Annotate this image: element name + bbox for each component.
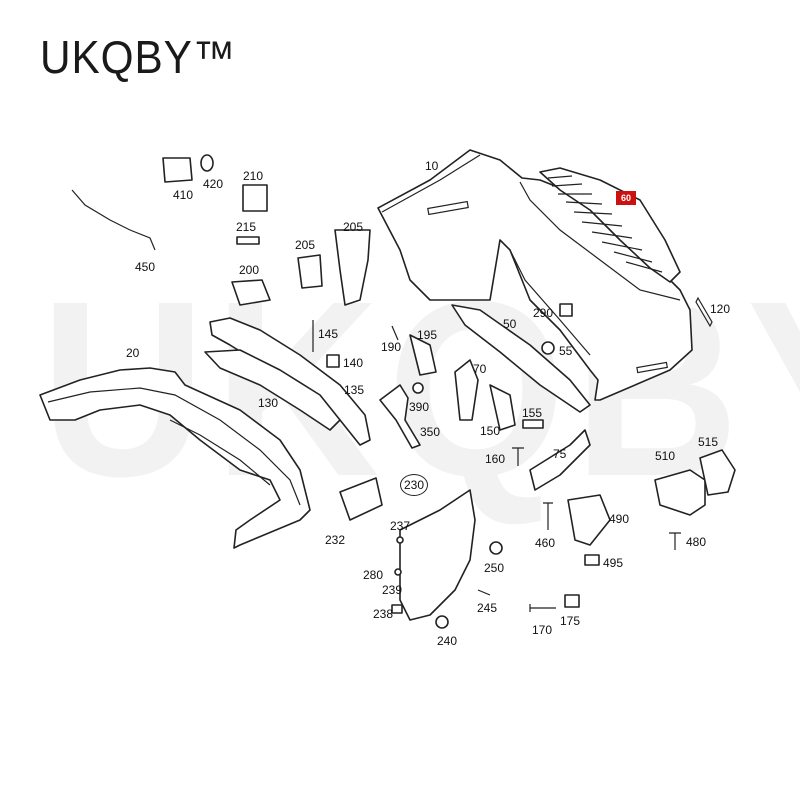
label-55: 55: [559, 344, 573, 358]
label-460: 460: [535, 536, 555, 550]
label-515: 515: [698, 435, 718, 449]
label-495: 495: [603, 556, 623, 570]
part-bracket-150: [489, 384, 516, 431]
label-205a: 205: [295, 238, 315, 252]
part-250: [489, 541, 503, 555]
part-bolt-160: [512, 447, 524, 466]
label-290: 290: [533, 306, 553, 320]
part-screw-170: [529, 604, 556, 612]
label-145: 145: [318, 327, 338, 341]
label-160: 160: [485, 452, 505, 466]
label-140: 140: [343, 356, 363, 370]
part-bracket-350: [379, 384, 421, 449]
label-195: 195: [417, 328, 437, 342]
part-clip-175: [564, 594, 580, 608]
label-155: 155: [522, 406, 542, 420]
part-bolt-460: [543, 502, 553, 530]
part-clip-495: [584, 554, 600, 566]
label-230-circled: 230: [400, 474, 428, 496]
part-bracket-50: [451, 304, 591, 413]
part-280: [394, 568, 402, 576]
part-lower-bumper-20: [39, 367, 311, 549]
label-75: 75: [553, 447, 567, 461]
part-bracket-230: [399, 489, 476, 621]
part-237: [396, 536, 404, 544]
label-215: 215: [236, 220, 256, 234]
label-450: 450: [135, 260, 155, 274]
label-232: 232: [325, 533, 345, 547]
label-410: 410: [173, 188, 193, 202]
label-20: 20: [126, 346, 140, 360]
part-gasket-515: [699, 449, 736, 496]
label-190: 190: [381, 340, 401, 354]
part-bracket-490: [567, 494, 611, 546]
part-245: [477, 589, 491, 596]
part-diffuser-60: [539, 167, 681, 283]
label-240: 240: [437, 634, 457, 648]
part-harness-450: [71, 189, 156, 251]
part-bracket-205b: [334, 229, 371, 306]
part-plate-210: [242, 184, 268, 212]
part-nut-390: [412, 382, 424, 394]
part-ring-420: [200, 154, 214, 172]
brand-title: UKQBY™: [40, 31, 237, 83]
label-490: 490: [609, 512, 629, 526]
label-350: 350: [420, 425, 440, 439]
badge-part-60: 60: [616, 191, 636, 205]
label-210: 210: [243, 169, 263, 183]
part-strip-120: [695, 296, 713, 328]
label-170: 170: [532, 623, 552, 637]
label-10: 10: [425, 159, 439, 173]
label-420: 420: [203, 177, 223, 191]
part-clip-55: [541, 341, 555, 355]
label-237: 237: [390, 519, 410, 533]
label-390: 390: [409, 400, 429, 414]
part-panel-232: [339, 477, 383, 521]
part-cover-200: [231, 279, 271, 306]
part-bolt-480: [669, 532, 681, 550]
part-sensor-410: [162, 157, 193, 183]
part-bracket-195: [409, 334, 437, 376]
label-150: 150: [480, 424, 500, 438]
part-bracket-205a: [297, 254, 323, 289]
part-pin-190: [391, 325, 399, 341]
part-bracket-215: [236, 236, 260, 245]
label-480: 480: [686, 535, 706, 549]
label-245: 245: [477, 601, 497, 615]
label-250: 250: [484, 561, 504, 575]
label-130: 130: [258, 396, 278, 410]
label-238: 238: [373, 607, 393, 621]
part-lamp-510: [654, 469, 706, 516]
label-280: 280: [363, 568, 383, 582]
part-240: [435, 615, 449, 629]
label-205b: 205: [343, 220, 363, 234]
part-bracket-70: [454, 359, 479, 421]
part-bracket-75: [529, 429, 591, 491]
label-239: 239: [382, 583, 402, 597]
part-238: [391, 604, 403, 614]
label-510: 510: [655, 449, 675, 463]
label-135: 135: [344, 383, 364, 397]
label-120: 120: [710, 302, 730, 316]
part-clip-290: [559, 303, 573, 317]
label-175: 175: [560, 614, 580, 628]
label-50: 50: [503, 317, 517, 331]
part-clip-155: [522, 419, 544, 429]
part-clip-140: [326, 354, 340, 368]
label-70: 70: [473, 362, 487, 376]
label-200: 200: [239, 263, 259, 277]
part-trim-130: [204, 349, 341, 431]
